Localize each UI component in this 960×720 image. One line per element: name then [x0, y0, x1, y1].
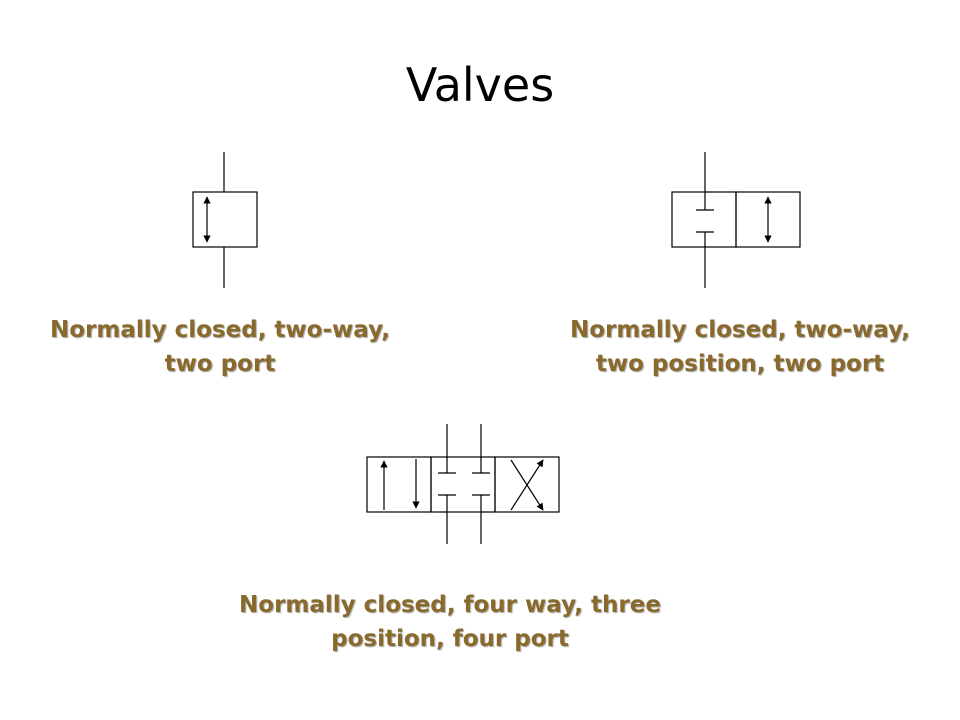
valve-caption-two-way-two-position: Normally closed, two-way, two position, … [540, 313, 940, 381]
caption-line: Normally closed, two-way, [569, 317, 911, 343]
caption-line: Normally closed, two-way, [49, 317, 391, 343]
valve-envelope-left [671, 191, 737, 248]
valve-caption-four-way-three-position: Normally closed, four way, three positio… [200, 588, 700, 656]
valve-caption-two-way-two-port: Normally closed, two-way, two port [20, 313, 420, 381]
valve-envelope-right [735, 191, 801, 248]
two-position-valve-symbol-icon [671, 152, 801, 288]
cross-arrow-down [510, 459, 544, 511]
valve-envelope-right [494, 456, 560, 513]
slide-title: Valves [405, 58, 555, 112]
caption-line: position, four port [331, 626, 569, 652]
caption-line: Normally closed, four way, three [239, 592, 661, 618]
caption-line: two port [164, 351, 276, 377]
caption-line: two position, two port [595, 351, 885, 377]
three-position-four-way-valve-symbol-icon [366, 424, 560, 544]
two-way-valve-symbol-icon [192, 152, 258, 288]
valve-envelope [192, 191, 258, 248]
valve-envelope-left [366, 456, 432, 513]
valve-envelope-center [430, 456, 496, 513]
